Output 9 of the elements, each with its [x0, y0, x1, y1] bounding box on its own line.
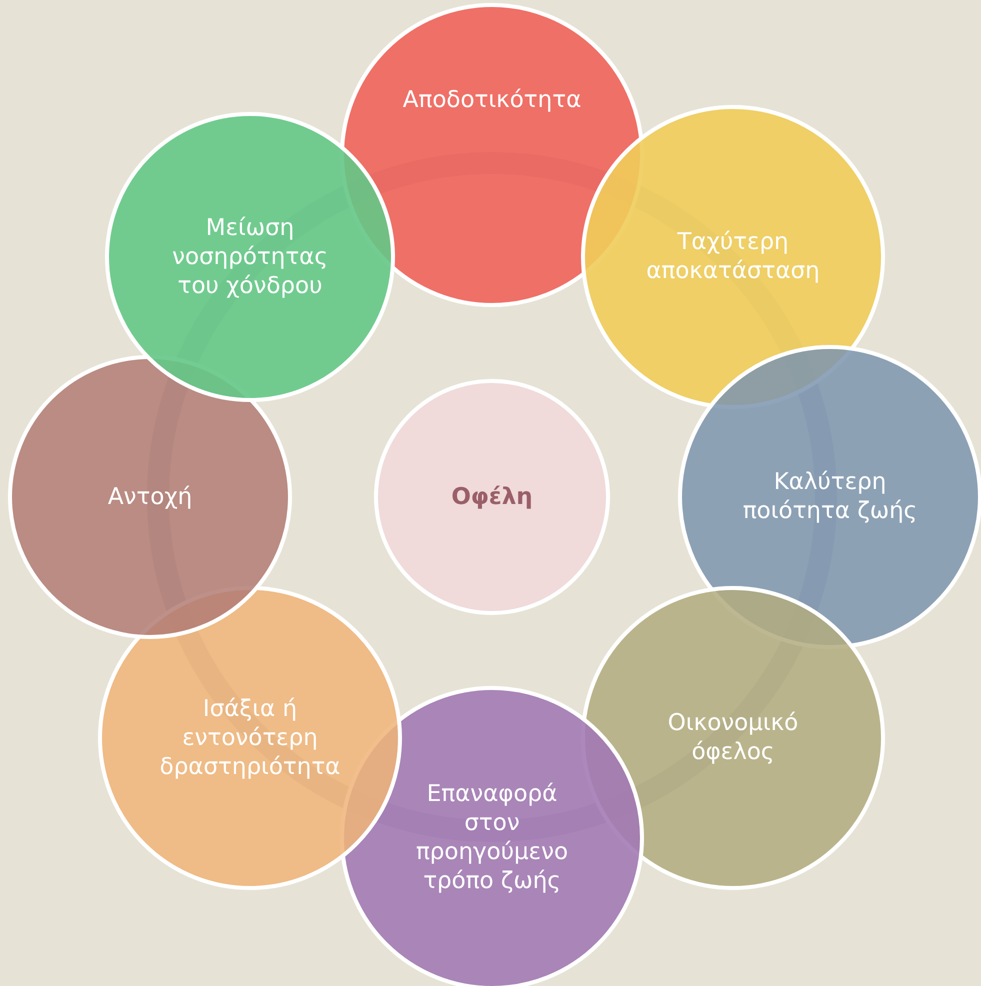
circle-label: Οικονομικό όφελος: [666, 709, 800, 767]
circle-label: Ισάξια ή εντονότερη δραστηριότητα: [158, 694, 342, 782]
circle-label: Μείωση νοσηρότητας του χόνδρου: [171, 214, 329, 300]
center-label: Οφέλη: [451, 482, 533, 512]
circle-label: Καλύτερη ποιότητα ζωής: [742, 468, 918, 526]
circle-label: Αποδοτικότητα: [402, 86, 582, 114]
circle-label: Ταχύτερη αποκατάσταση: [645, 228, 821, 286]
circle-label: Αντοχή: [108, 482, 192, 512]
circle-label: Επαναφορά στον προηγούμενο τρόπο ζωής: [414, 780, 570, 896]
